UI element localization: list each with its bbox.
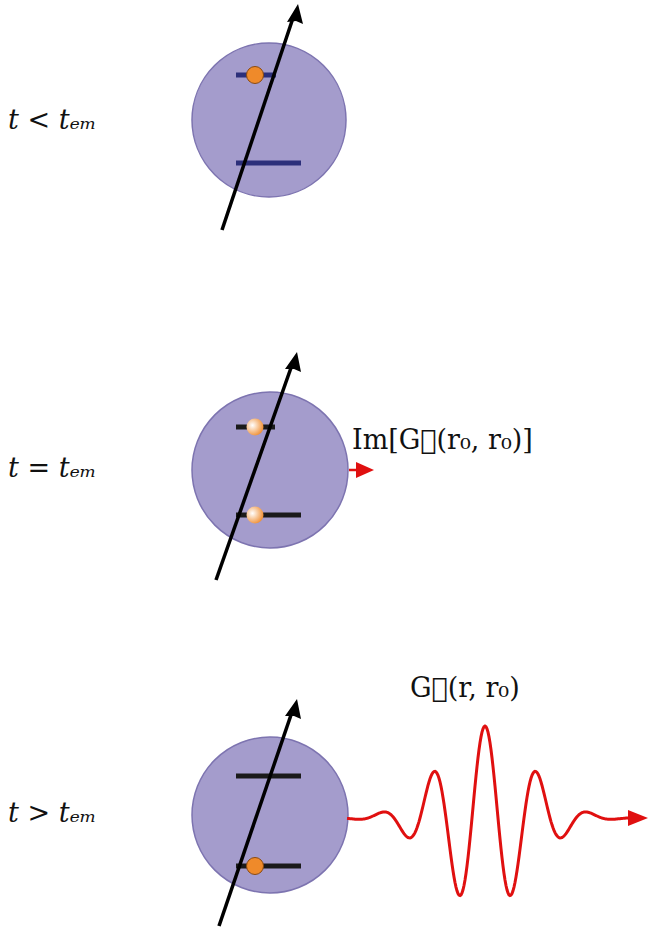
atom-excited	[192, 4, 346, 230]
time-label: t < tₑₘ	[8, 105, 97, 135]
time-label: t = tₑₘ	[8, 453, 97, 483]
time-label: t > tₑₘ	[8, 798, 97, 828]
atom-ground	[192, 699, 648, 926]
green-function-label: G⃡(r, r₀)	[410, 673, 520, 703]
atom-emitting	[192, 352, 374, 580]
green-function-label: Im[G⃡(r₀, r₀)]	[352, 425, 533, 455]
